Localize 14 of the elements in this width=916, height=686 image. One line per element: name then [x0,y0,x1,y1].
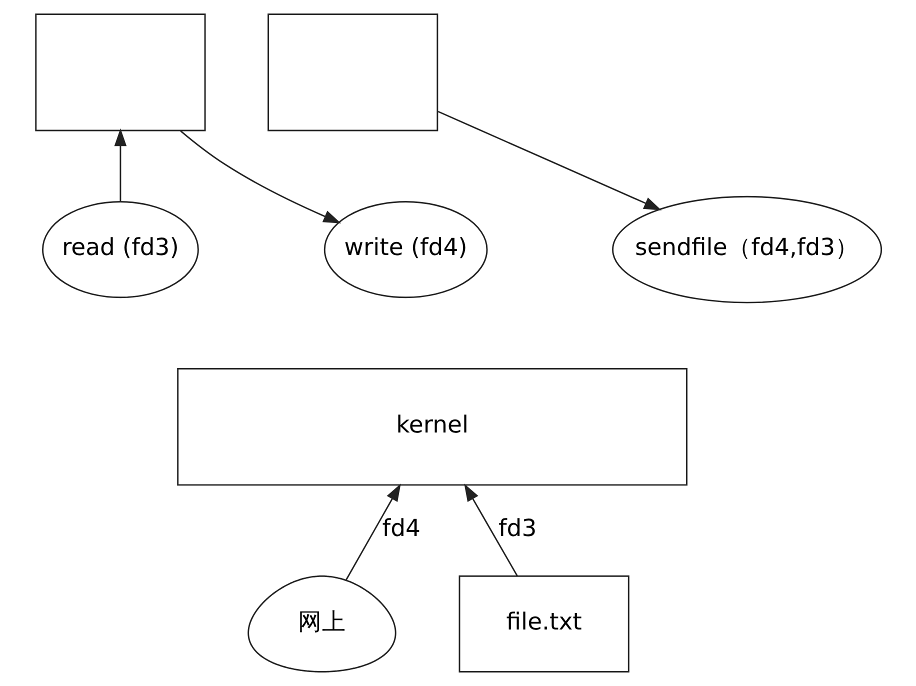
node-box [267,14,438,132]
node-box: file.txt [458,575,629,672]
node-ellipse: read (fd3) [42,201,198,298]
arrow [180,130,341,224]
arrow [464,484,518,576]
node-ellipse: write (fd4) [323,201,488,298]
arrow [345,484,400,580]
arrow [437,110,662,210]
arrow [114,128,126,202]
edge-label: fd4 [382,514,420,542]
node-box [34,14,206,132]
node-ellipse: 网上 [247,575,396,672]
edge-label: fd3 [498,514,536,542]
node-box: kernel [176,368,687,486]
